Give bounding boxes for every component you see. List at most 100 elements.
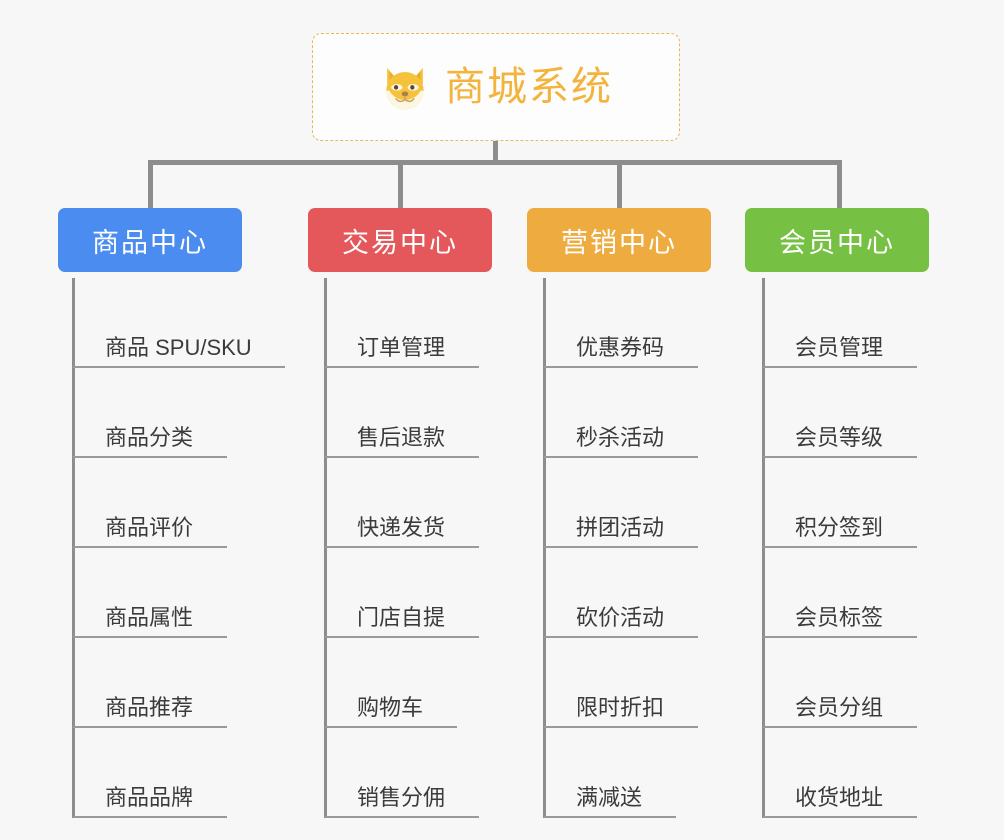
branch-item-underline bbox=[763, 816, 917, 818]
branch-item[interactable]: 秒杀活动 bbox=[544, 368, 711, 458]
branch-item[interactable]: 商品评价 bbox=[73, 458, 242, 548]
connector-drop-3 bbox=[617, 160, 622, 210]
branch-item[interactable]: 优惠券码 bbox=[544, 278, 711, 368]
branch-item[interactable]: 收货地址 bbox=[763, 728, 929, 818]
category-label: 会员中心 bbox=[779, 227, 895, 258]
branch-item-label: 会员等级 bbox=[795, 424, 884, 450]
branch-item-underline bbox=[73, 726, 227, 728]
branch-item-label: 快递发货 bbox=[357, 514, 446, 540]
branch-item[interactable]: 会员标签 bbox=[763, 548, 929, 638]
branch-item-underline bbox=[325, 546, 479, 548]
branch-item[interactable]: 门店自提 bbox=[325, 548, 492, 638]
branch-item-label: 砍价活动 bbox=[576, 604, 665, 630]
branch-item-underline bbox=[73, 456, 227, 458]
branch-item-label: 销售分佣 bbox=[357, 784, 446, 810]
branch-item-underline bbox=[544, 456, 698, 458]
branch-trunk-line bbox=[543, 278, 546, 818]
branch-item[interactable]: 拼团活动 bbox=[544, 458, 711, 548]
root-title: 商城系统 bbox=[445, 65, 613, 109]
branch-item-underline bbox=[544, 636, 698, 638]
branch-item-underline bbox=[325, 366, 479, 368]
branch-item-underline bbox=[544, 816, 676, 818]
branch-item-label: 收货地址 bbox=[795, 784, 884, 810]
branch-item-label: 售后退款 bbox=[357, 424, 446, 450]
branch-item[interactable]: 会员等级 bbox=[763, 368, 929, 458]
branch-item[interactable]: 商品推荐 bbox=[73, 638, 242, 728]
branch-item-label: 商品品牌 bbox=[105, 784, 194, 810]
branch-item-underline bbox=[325, 816, 479, 818]
branch-item-underline bbox=[325, 636, 479, 638]
branch-column-marketing-center: 营销中心优惠券码秒杀活动拼团活动砍价活动限时折扣满减送 bbox=[527, 208, 711, 818]
branch-trunk-line bbox=[324, 278, 327, 818]
branch-item-underline bbox=[544, 366, 698, 368]
branch-item-label: 商品 SPU/SKU bbox=[105, 334, 252, 360]
branch-column-member-center: 会员中心会员管理会员等级积分签到会员标签会员分组收货地址 bbox=[745, 208, 929, 818]
branch-item-underline bbox=[325, 726, 457, 728]
branch-items-product-center: 商品 SPU/SKU 商品分类商品评价商品属性商品推荐商品品牌 bbox=[58, 278, 285, 818]
branch-item[interactable]: 商品品牌 bbox=[73, 728, 242, 818]
branch-item-underline bbox=[325, 456, 479, 458]
branch-item-label: 商品属性 bbox=[105, 604, 194, 630]
category-box-marketing-center[interactable]: 营销中心 bbox=[527, 208, 711, 272]
branch-item-underline bbox=[544, 726, 698, 728]
branch-trunk-line bbox=[762, 278, 765, 818]
category-label: 商品中心 bbox=[92, 227, 208, 258]
branch-item-label: 商品推荐 bbox=[105, 694, 194, 720]
branch-item-label: 积分签到 bbox=[795, 514, 884, 540]
connector-drop-4 bbox=[837, 160, 842, 210]
branch-item-label: 满减送 bbox=[576, 784, 643, 810]
branch-item-label: 购物车 bbox=[357, 694, 424, 720]
connector-horizontal-bar bbox=[148, 160, 842, 165]
branch-item[interactable]: 砍价活动 bbox=[544, 548, 711, 638]
branch-item-underline bbox=[763, 636, 917, 638]
branch-item[interactable]: 积分签到 bbox=[763, 458, 929, 548]
branch-item[interactable]: 商品属性 bbox=[73, 548, 242, 638]
branch-item[interactable]: 订单管理 bbox=[325, 278, 492, 368]
branch-column-trade-center: 交易中心订单管理售后退款快递发货门店自提购物车销售分佣 bbox=[308, 208, 492, 818]
branch-item-label: 门店自提 bbox=[357, 604, 446, 630]
branch-item[interactable]: 售后退款 bbox=[325, 368, 492, 458]
branch-item[interactable]: 限时折扣 bbox=[544, 638, 711, 728]
branch-items-trade-center: 订单管理售后退款快递发货门店自提购物车销售分佣 bbox=[310, 278, 492, 818]
branch-item[interactable]: 销售分佣 bbox=[325, 728, 492, 818]
branch-item-underline bbox=[763, 456, 917, 458]
shiba-dog-face-icon bbox=[379, 63, 431, 115]
branch-item-underline bbox=[763, 546, 917, 548]
branch-item[interactable]: 满减送 bbox=[544, 728, 711, 818]
branch-item-label: 会员分组 bbox=[795, 694, 884, 720]
connector-drop-1 bbox=[148, 160, 153, 210]
connector-stem bbox=[493, 141, 498, 165]
branch-item-label: 订单管理 bbox=[357, 334, 446, 360]
branch-item[interactable]: 会员分组 bbox=[763, 638, 929, 728]
branch-items-member-center: 会员管理会员等级积分签到会员标签会员分组收货地址 bbox=[748, 278, 929, 818]
branch-items-marketing-center: 优惠券码秒杀活动拼团活动砍价活动限时折扣满减送 bbox=[529, 278, 711, 818]
branch-item[interactable]: 商品 SPU/SKU bbox=[73, 278, 285, 368]
root-node[interactable]: 商城系统 bbox=[312, 33, 680, 141]
branch-item-label: 限时折扣 bbox=[576, 694, 665, 720]
branch-item-underline bbox=[763, 366, 917, 368]
branch-item[interactable]: 购物车 bbox=[325, 638, 492, 728]
branch-item-label: 秒杀活动 bbox=[576, 424, 665, 450]
branch-item-label: 会员管理 bbox=[795, 334, 884, 360]
branch-item-underline bbox=[73, 366, 285, 368]
branch-item-underline bbox=[763, 726, 917, 728]
category-label: 交易中心 bbox=[342, 227, 458, 258]
branch-column-product-center: 商品中心商品 SPU/SKU 商品分类商品评价商品属性商品推荐商品品牌 bbox=[58, 208, 285, 818]
branch-item-underline bbox=[73, 546, 227, 548]
branch-item-label: 商品分类 bbox=[105, 424, 194, 450]
branch-item-label: 会员标签 bbox=[795, 604, 884, 630]
connector-drop-2 bbox=[398, 160, 403, 210]
category-box-member-center[interactable]: 会员中心 bbox=[745, 208, 929, 272]
branch-item-underline bbox=[73, 636, 227, 638]
branch-item-underline bbox=[73, 816, 227, 818]
branch-item[interactable]: 会员管理 bbox=[763, 278, 929, 368]
category-box-trade-center[interactable]: 交易中心 bbox=[308, 208, 492, 272]
branch-item-label: 优惠券码 bbox=[576, 334, 665, 360]
branch-item[interactable]: 商品分类 bbox=[73, 368, 242, 458]
branch-trunk-line bbox=[72, 278, 75, 818]
branch-item-label: 商品评价 bbox=[105, 514, 194, 540]
category-box-product-center[interactable]: 商品中心 bbox=[58, 208, 242, 272]
branch-item[interactable]: 快递发货 bbox=[325, 458, 492, 548]
branch-item-underline bbox=[544, 546, 698, 548]
